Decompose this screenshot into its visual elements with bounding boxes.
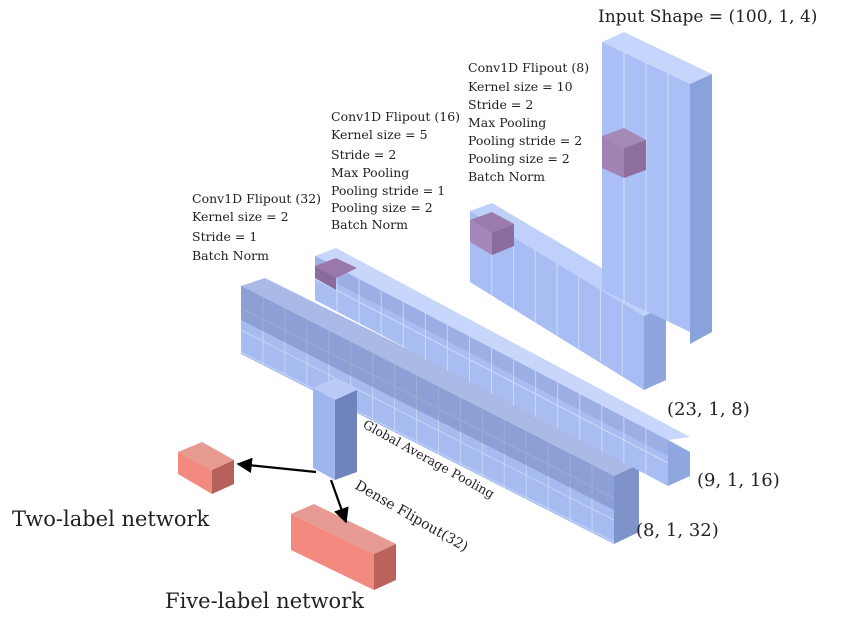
conv-block-32 [240, 278, 639, 544]
layer-param: Pooling stride = 1 [331, 183, 445, 198]
layer-param: Kernel size = 2 [192, 209, 289, 224]
kernel-cube-16 [315, 258, 357, 278]
layer-param: Stride = 2 [468, 97, 533, 112]
layer-label-conv8: Conv1D Flipout (8) Kernel size = 10 Stri… [468, 60, 589, 184]
input-shape-label: Input Shape = (100, 1, 4) [598, 7, 817, 27]
layer-title: Conv1D Flipout (8) [468, 60, 589, 75]
output-shape-conv16: (9, 1, 16) [697, 470, 780, 491]
output-shape-conv32: (8, 1, 32) [636, 520, 719, 541]
five-label-output-block [291, 504, 396, 590]
conv-block-8-grid [491, 224, 623, 375]
layer-param: Batch Norm [331, 217, 408, 232]
conv-block-16 [314, 248, 690, 486]
kernel-cube-8-side [492, 224, 514, 255]
layer-param: Stride = 2 [331, 147, 396, 162]
layer-param: Stride = 1 [192, 229, 257, 244]
arrow-to-five-label [329, 479, 349, 524]
kernel-cube-8-front [470, 220, 492, 255]
conv-block-32-grid [240, 297, 615, 543]
layer-param: Max Pooling [468, 115, 546, 130]
kernel-cube-input-front [602, 136, 624, 178]
layer-param: Pooling size = 2 [331, 200, 433, 215]
kernel-cube-16-side [315, 266, 336, 290]
layer-param: Batch Norm [192, 248, 269, 263]
output-shape-conv8: (23, 1, 8) [667, 399, 750, 420]
kernel-cube-input-side [624, 140, 646, 178]
layer-param: Pooling stride = 2 [468, 133, 582, 148]
layer-label-conv16: Conv1D Flipout (16) Kernel size = 5 Stri… [331, 109, 460, 232]
five-label-network-label: Five-label network [165, 589, 364, 613]
layer-title: Conv1D Flipout (16) [331, 109, 460, 124]
input-tower [602, 32, 712, 344]
layer-param: Kernel size = 5 [331, 127, 428, 142]
kernel-cube-8 [470, 212, 514, 233]
arrow-to-two-label [236, 457, 317, 474]
kernel-cube-input [602, 128, 646, 148]
global-avg-pool-column [313, 378, 357, 480]
layer-title: Conv1D Flipout (32) [192, 191, 321, 206]
layer-param: Batch Norm [468, 169, 545, 184]
two-label-output-block [178, 442, 234, 494]
layer-param: Kernel size = 10 [468, 79, 573, 94]
layer-param: Pooling size = 2 [468, 151, 570, 166]
layer-param: Max Pooling [331, 165, 409, 180]
layer-label-conv32: Conv1D Flipout (32) Kernel size = 2 Stri… [192, 191, 321, 263]
conv-block-16-grid [314, 267, 669, 475]
two-label-network-label: Two-label network [12, 507, 210, 531]
